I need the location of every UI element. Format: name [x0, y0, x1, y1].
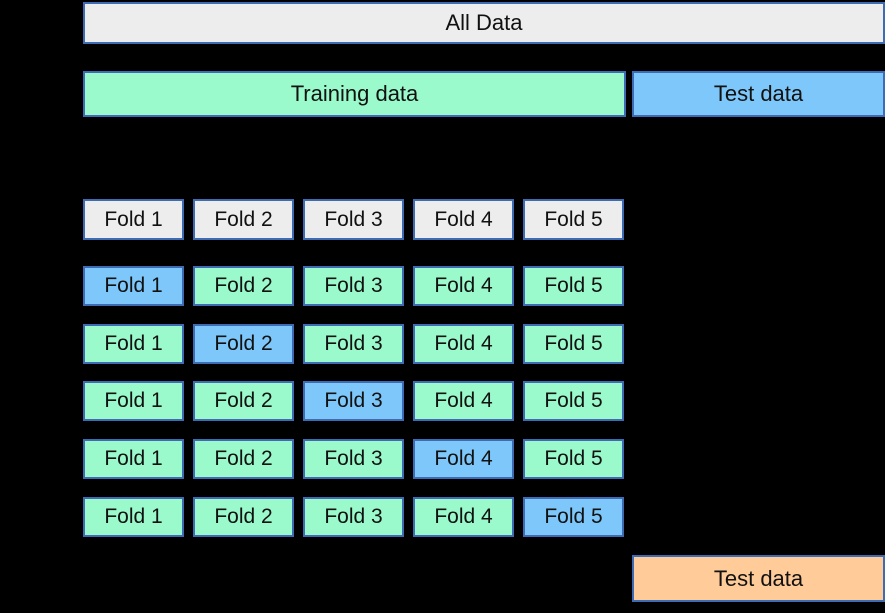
all-data-box: All Data: [83, 2, 885, 44]
fold-cell-train: Fold 4: [413, 266, 514, 306]
fold-cell-test: Fold 1: [83, 266, 184, 306]
fold-header-cell: Fold 1: [83, 199, 184, 240]
test-data-box: Test data: [632, 71, 885, 117]
fold-cell-train: Fold 1: [83, 497, 184, 537]
fold-cell-train: Fold 2: [193, 497, 294, 537]
fold-cell-train: Fold 4: [413, 381, 514, 421]
fold-cell-train: Fold 1: [83, 381, 184, 421]
fold-cell-train: Fold 2: [193, 439, 294, 479]
fold-cell-test: Fold 5: [523, 497, 624, 537]
fold-cell-train: Fold 3: [303, 439, 404, 479]
fold-cell-train: Fold 2: [193, 381, 294, 421]
fold-cell-train: Fold 3: [303, 266, 404, 306]
training-data-box: Training data: [83, 71, 626, 117]
fold-cell-train: Fold 1: [83, 324, 184, 364]
fold-cell-train: Fold 5: [523, 381, 624, 421]
fold-header-cell: Fold 5: [523, 199, 624, 240]
fold-cell-test: Fold 3: [303, 381, 404, 421]
fold-cell-train: Fold 5: [523, 439, 624, 479]
fold-header-cell: Fold 2: [193, 199, 294, 240]
fold-cell-test: Fold 2: [193, 324, 294, 364]
fold-cell-test: Fold 4: [413, 439, 514, 479]
final-test-data-box: Test data: [632, 555, 885, 602]
fold-header-cell: Fold 4: [413, 199, 514, 240]
fold-cell-train: Fold 1: [83, 439, 184, 479]
fold-cell-train: Fold 4: [413, 324, 514, 364]
fold-cell-train: Fold 4: [413, 497, 514, 537]
fold-cell-train: Fold 3: [303, 324, 404, 364]
fold-cell-train: Fold 5: [523, 324, 624, 364]
fold-cell-train: Fold 2: [193, 266, 294, 306]
fold-cell-train: Fold 3: [303, 497, 404, 537]
fold-cell-train: Fold 5: [523, 266, 624, 306]
fold-header-cell: Fold 3: [303, 199, 404, 240]
